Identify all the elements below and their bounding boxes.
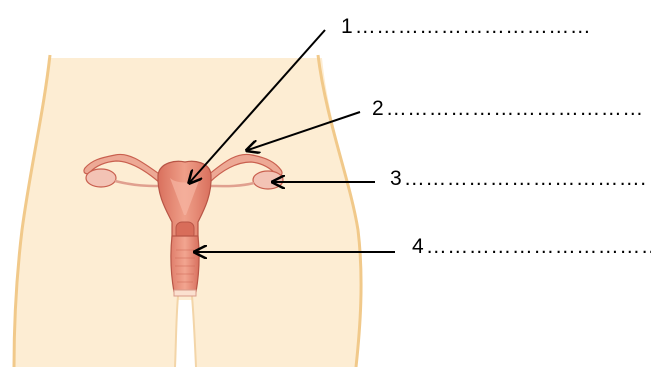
label-3-number: 3 (390, 167, 402, 190)
label-1-blank[interactable]: …………………………… (355, 15, 592, 38)
label-4-number: 4 (412, 235, 424, 258)
label-4-blank[interactable]: ……………………………. (426, 235, 651, 258)
label-2-blank[interactable]: ……………………………… (386, 97, 644, 120)
label-2: 2……………………………… (372, 98, 644, 119)
left-ovary (86, 169, 116, 187)
label-1: 1…………………………… (341, 16, 591, 37)
label-3: 3……………………………. (390, 168, 647, 189)
vagina (171, 236, 199, 292)
label-4: 4……………………………. (412, 236, 651, 257)
label-3-blank[interactable]: ……………………………. (404, 167, 647, 190)
vaginal-opening (174, 290, 196, 296)
label-2-number: 2 (372, 97, 384, 120)
label-1-number: 1 (341, 15, 353, 38)
right-ovary (253, 171, 283, 189)
